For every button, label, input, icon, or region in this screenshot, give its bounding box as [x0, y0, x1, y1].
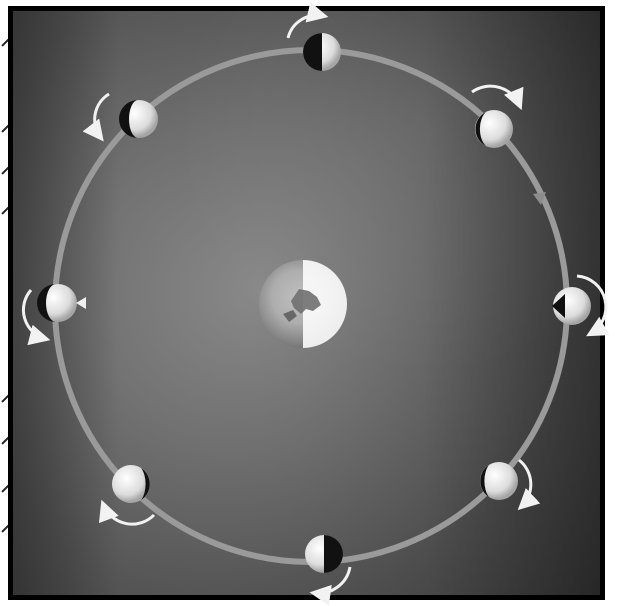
moon-last-quarter-icon: [305, 535, 343, 573]
moon-waning-gibbous-icon: [480, 462, 518, 500]
rotation-arrow-icon: [519, 460, 531, 507]
rotation-arrow-icon: [472, 86, 520, 106]
moon-waxing-crescent-icon: [119, 100, 158, 138]
earth-icon: [259, 260, 347, 348]
moon-first-quarter-icon: [303, 33, 341, 71]
moon-waning-crescent-icon: [112, 465, 150, 503]
moon-full-icon: [552, 287, 591, 325]
moon-new-icon: [37, 284, 86, 322]
moon-waxing-gibbous-icon: [475, 110, 513, 148]
rotation-arrow-icon: [103, 504, 154, 524]
rotation-arrow-icon: [95, 94, 109, 138]
